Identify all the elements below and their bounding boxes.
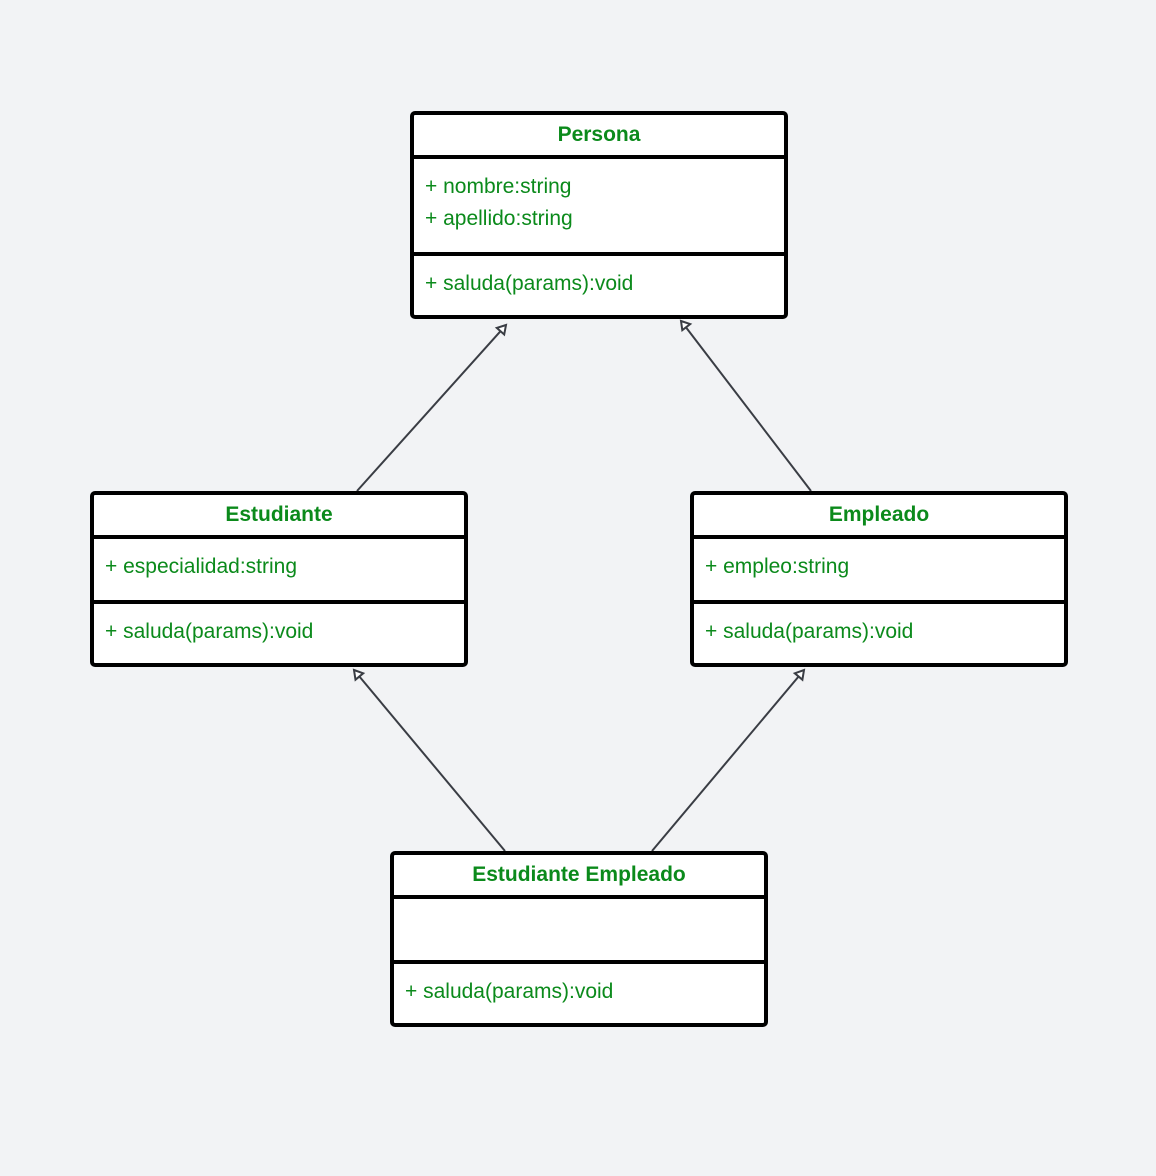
connector-estudiante-empleado-to-empleado[interactable] [651,675,800,852]
class-attributes: + nombre:string + apellido:string [414,159,784,256]
inheritance-arrowhead-icon [494,323,508,337]
class-attributes: + empleo:string [694,539,1064,604]
class-methods: + saluda(params):void [94,604,464,648]
attribute-line: + especialidad:string [105,555,298,578]
class-box-empleado[interactable]: Empleado + empleo:string + saluda(params… [690,491,1068,667]
attribute-line: + apellido:string [425,207,573,230]
method-line: + saluda(params):void [705,620,914,643]
method-line: + saluda(params):void [105,620,314,643]
class-methods: + saluda(params):void [414,256,784,300]
attribute-line: + nombre:string [425,175,572,198]
class-methods: + saluda(params):void [394,964,764,1008]
class-name: Empleado [694,495,1064,539]
class-attributes: + especialidad:string [94,539,464,604]
class-attributes [394,899,764,964]
class-box-estudiante[interactable]: Estudiante + especialidad:string + salud… [90,491,468,667]
class-box-persona[interactable]: Persona + nombre:string + apellido:strin… [410,111,788,319]
attribute-line: + empleo:string [705,555,850,578]
class-name: Estudiante Empleado [394,855,764,899]
inheritance-arrowhead-icon [679,319,693,333]
method-line: + saluda(params):void [425,272,634,295]
method-line: + saluda(params):void [405,980,614,1003]
connector-estudiante-to-persona[interactable] [356,330,502,492]
class-name: Persona [414,115,784,159]
connector-estudiante-empleado-to-estudiante[interactable] [358,675,506,852]
connector-empleado-to-persona[interactable] [685,326,812,492]
class-box-estudiante-empleado[interactable]: Estudiante Empleado + saluda(params):voi… [390,851,768,1027]
class-name: Estudiante [94,495,464,539]
inheritance-arrowhead-icon [792,668,806,682]
inheritance-arrowhead-icon [352,668,366,682]
class-methods: + saluda(params):void [694,604,1064,648]
